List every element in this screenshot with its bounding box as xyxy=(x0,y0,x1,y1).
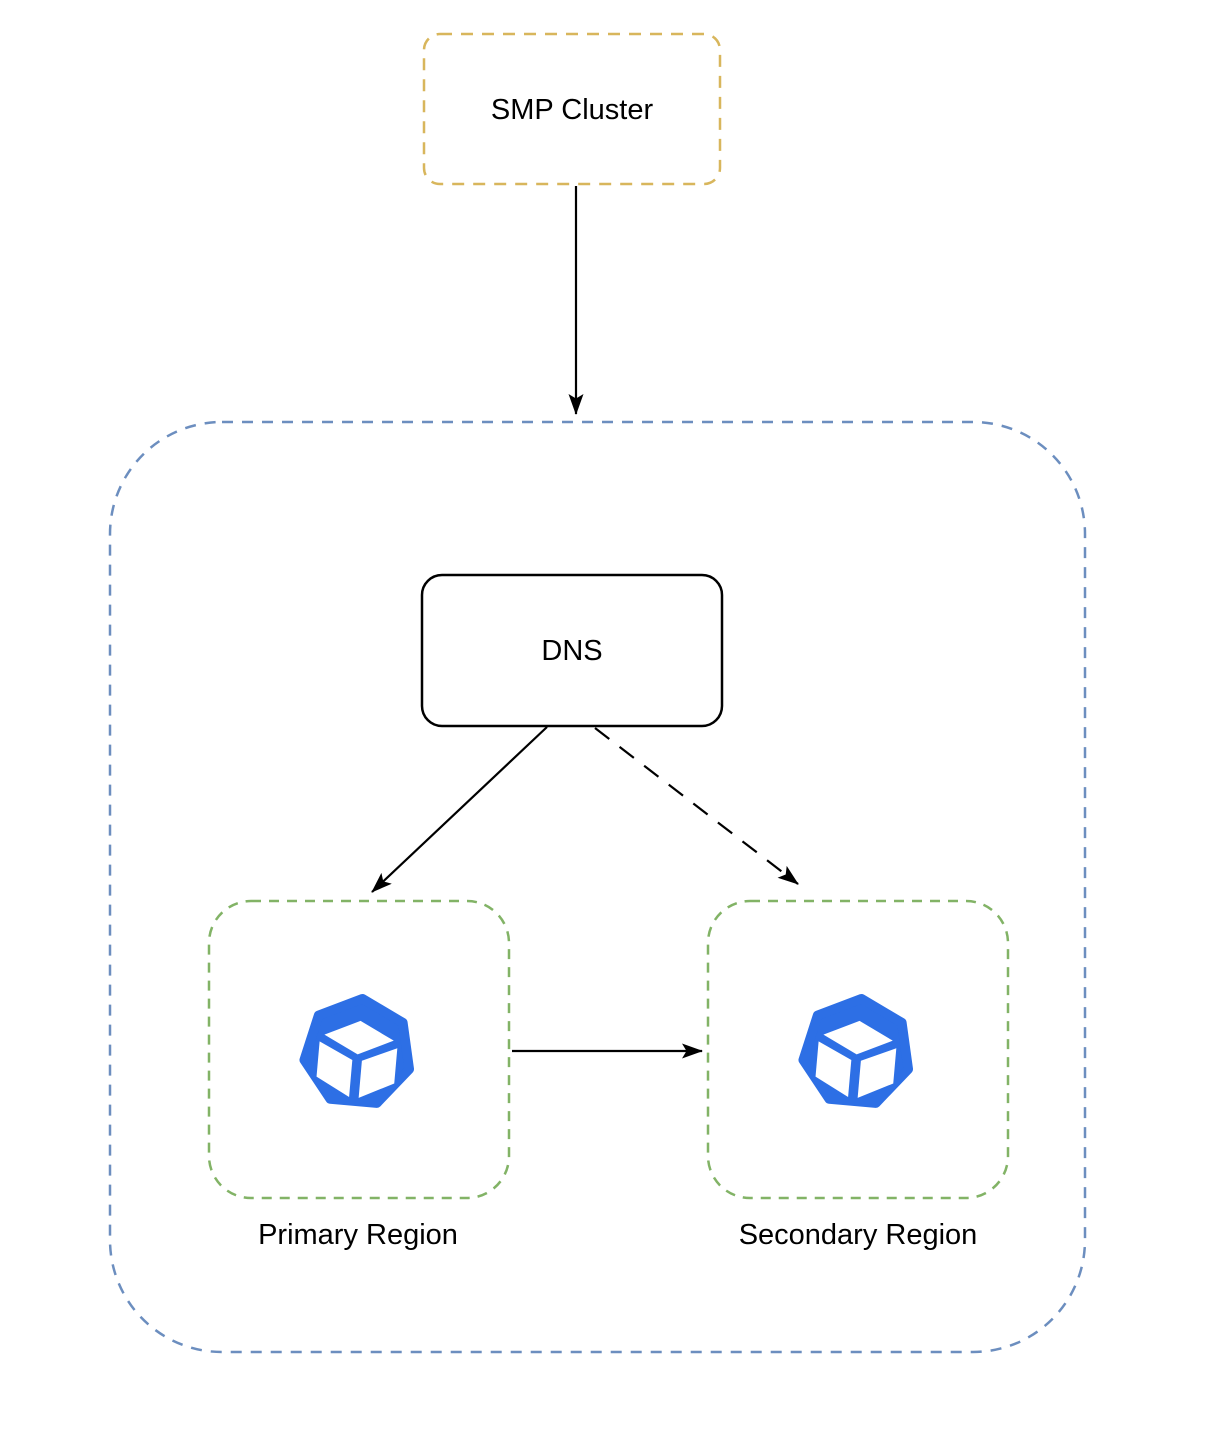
smp-cluster-node xyxy=(422,32,722,186)
dns-label: DNS xyxy=(541,635,602,667)
edge-dns-to-primary-region xyxy=(371,726,548,893)
dns-node xyxy=(420,573,724,728)
dns-zone-container xyxy=(108,420,1087,1354)
edge-dns-to-secondary-region xyxy=(594,727,799,885)
primary-region-label: Primary Region xyxy=(258,1219,458,1251)
smp-cluster-label: SMP Cluster xyxy=(491,94,654,126)
secondary-region-label: Secondary Region xyxy=(739,1219,978,1251)
